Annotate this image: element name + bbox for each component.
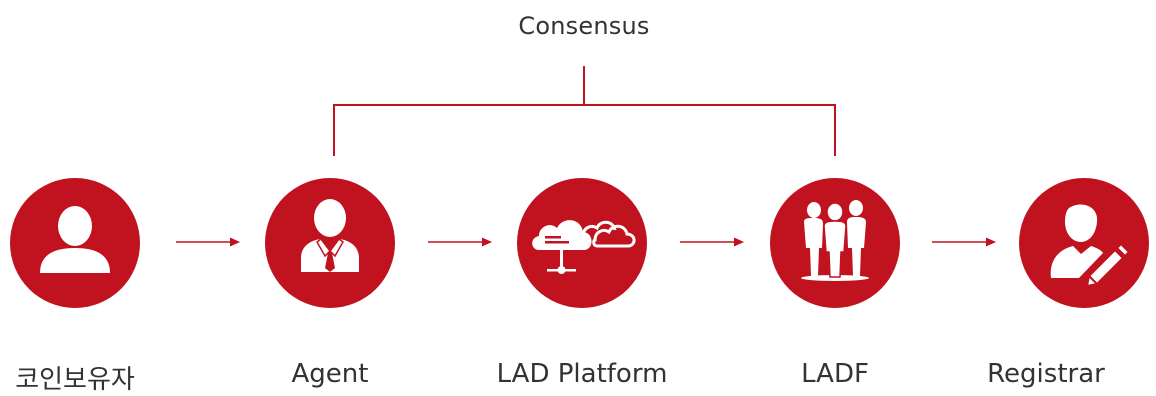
- node-label-ladf: LADF: [801, 359, 869, 389]
- cloud-network-icon: [532, 220, 636, 274]
- node-coin-holder: [10, 178, 140, 308]
- arrow-platform-to-ladf: [680, 236, 744, 248]
- bracket-stem: [583, 66, 585, 106]
- arrow-coin-holder-to-agent: [176, 236, 240, 248]
- arrow-agent-to-platform: [428, 236, 492, 248]
- node-lad-platform: [517, 178, 647, 308]
- node-registrar: [1019, 178, 1149, 308]
- arrow-ladf-to-registrar: [932, 236, 996, 248]
- node-ladf: [770, 178, 900, 308]
- node-agent: [265, 178, 395, 308]
- person-icon: [40, 206, 110, 273]
- person-edit-icon: [1050, 204, 1131, 288]
- node-label-agent: Agent: [291, 359, 369, 389]
- bracket-right-drop: [834, 104, 836, 156]
- node-label-registrar: Registrar: [987, 359, 1105, 389]
- node-label-coin-holder: 코인보유자: [15, 365, 135, 395]
- consensus-label: Consensus: [518, 12, 650, 40]
- bracket-bar: [333, 104, 836, 106]
- agent-tie-icon: [301, 199, 359, 272]
- group-people-icon: [801, 200, 869, 281]
- node-label-lad-platform: LAD Platform: [496, 359, 668, 389]
- bracket-left-drop: [333, 104, 335, 156]
